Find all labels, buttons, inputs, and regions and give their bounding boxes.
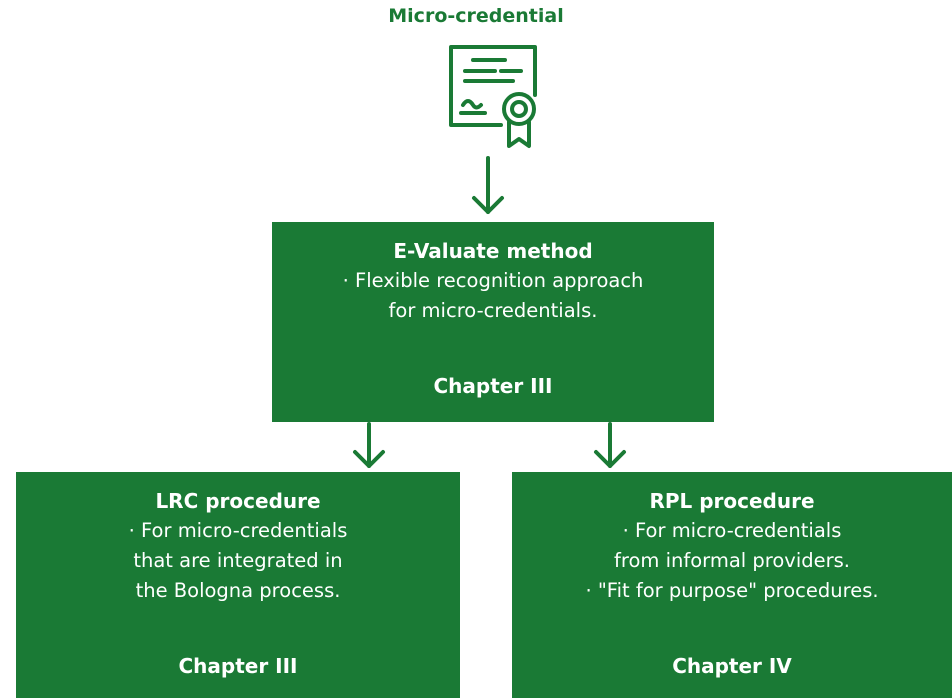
arrow-to-rpl [594, 422, 626, 468]
lrc-procedure-box: LRC procedure · For micro-credentials th… [16, 472, 460, 698]
rpl-procedure-chapter: Chapter IV [672, 654, 792, 678]
arrow-to-evaluate [472, 156, 504, 214]
evaluate-method-box: E-Valuate method · Flexible recognition … [272, 222, 714, 422]
evaluate-method-line: · Flexible recognition approach [342, 269, 644, 292]
rpl-procedure-title: RPL procedure [649, 489, 815, 513]
lrc-procedure-line: · For micro-credentials [128, 519, 348, 542]
lrc-procedure-chapter: Chapter III [178, 654, 298, 678]
micro-credential-title: Micro-credential [388, 5, 564, 27]
evaluate-method-title: E-Valuate method [393, 239, 593, 263]
rpl-procedure-line: from informal providers. [614, 549, 850, 572]
arrow-to-lrc [353, 422, 385, 468]
lrc-procedure-title: LRC procedure [155, 489, 321, 513]
rpl-procedure-box: RPL procedure · For micro-credentials fr… [512, 472, 952, 698]
evaluate-method-line: for micro-credentials. [388, 299, 598, 322]
evaluate-method-chapter: Chapter III [433, 374, 553, 398]
lrc-procedure-line: that are integrated in [133, 549, 343, 572]
rpl-procedure-line: · For micro-credentials [622, 519, 842, 542]
certificate-icon [449, 45, 537, 148]
lrc-procedure-line: the Bologna process. [135, 579, 341, 602]
rpl-procedure-line: · "Fit for purpose" procedures. [585, 579, 879, 602]
